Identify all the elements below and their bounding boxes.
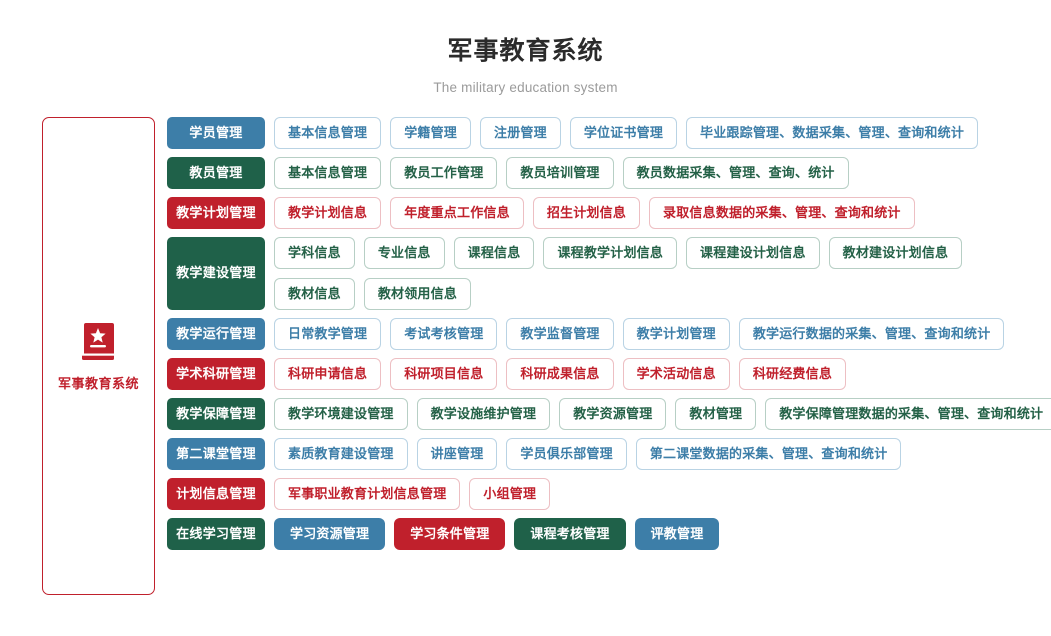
main-layout: 军事教育系统 学员管理基本信息管理学籍管理注册管理学位证书管理毕业跟踪管理、数据…	[0, 95, 1051, 595]
item-button[interactable]: 注册管理	[480, 116, 561, 149]
category-rows: 学员管理基本信息管理学籍管理注册管理学位证书管理毕业跟踪管理、数据采集、管理、查…	[167, 116, 1051, 550]
item-button[interactable]: 学籍管理	[390, 116, 472, 149]
item-button[interactable]: 考试考核管理	[390, 317, 498, 350]
item-line: 学科信息专业信息课程信息课程教学计划信息课程建设计划信息教材建设计划信息	[274, 236, 1051, 269]
item-button[interactable]: 素质教育建设管理	[274, 437, 408, 470]
item-button[interactable]: 评教管理	[634, 517, 720, 550]
item-button[interactable]: 教学设施维护管理	[416, 397, 551, 430]
item-button[interactable]: 基本信息管理	[274, 116, 382, 149]
item-button[interactable]: 录取信息数据的采集、管理、查询和统计	[649, 196, 915, 229]
item-button[interactable]: 教学计划信息	[274, 196, 382, 229]
item-button[interactable]: 小组管理	[469, 477, 551, 510]
item-button[interactable]: 科研成果信息	[506, 357, 614, 390]
item-button[interactable]: 教员数据采集、管理、查询、统计	[622, 156, 849, 189]
item-group: 基本信息管理学籍管理注册管理学位证书管理毕业跟踪管理、数据采集、管理、查询和统计	[274, 116, 1051, 149]
category-row: 计划信息管理军事职业教育计划信息管理小组管理	[167, 477, 1051, 510]
item-button[interactable]: 学习条件管理	[394, 517, 506, 550]
category-row: 在线学习管理学习资源管理学习条件管理课程考核管理评教管理	[167, 517, 1051, 550]
item-button[interactable]: 学员俱乐部管理	[506, 437, 627, 470]
item-button[interactable]: 教学运行数据的采集、管理、查询和统计	[738, 317, 1005, 350]
item-button[interactable]: 教学环境建设管理	[274, 397, 408, 430]
item-button[interactable]: 教学资源管理	[559, 397, 667, 430]
item-button[interactable]: 教学计划管理	[622, 317, 730, 350]
item-button[interactable]: 学术活动信息	[622, 357, 730, 390]
item-button[interactable]: 教学监督管理	[506, 317, 614, 350]
category-button[interactable]: 教学保障管理	[167, 397, 265, 430]
item-group: 教学环境建设管理教学设施维护管理教学资源管理教材管理教学保障管理数据的采集、管理…	[274, 397, 1051, 430]
item-button[interactable]: 教材信息	[274, 277, 355, 310]
item-button[interactable]: 教材建设计划信息	[828, 236, 963, 269]
item-group: 素质教育建设管理讲座管理学员俱乐部管理第二课堂数据的采集、管理、查询和统计	[274, 437, 1051, 470]
item-button[interactable]: 学科信息	[274, 236, 355, 269]
item-button[interactable]: 教员工作管理	[390, 156, 498, 189]
item-button[interactable]: 日常教学管理	[274, 317, 382, 350]
category-row: 教学计划管理教学计划信息年度重点工作信息招生计划信息录取信息数据的采集、管理、查…	[167, 196, 1051, 229]
item-button[interactable]: 讲座管理	[416, 437, 498, 470]
item-button[interactable]: 教材管理	[675, 397, 757, 430]
category-row: 教员管理基本信息管理教员工作管理教员培训管理教员数据采集、管理、查询、统计	[167, 156, 1051, 189]
item-group: 学科信息专业信息课程信息课程教学计划信息课程建设计划信息教材建设计划信息教材信息…	[274, 236, 1051, 310]
item-line: 学习资源管理学习条件管理课程考核管理评教管理	[274, 517, 1051, 550]
item-button[interactable]: 招生计划信息	[532, 196, 641, 229]
page-title: 军事教育系统	[447, 37, 604, 65]
category-row: 教学保障管理教学环境建设管理教学设施维护管理教学资源管理教材管理教学保障管理数据…	[167, 397, 1051, 430]
sidebar-system-card[interactable]: 军事教育系统	[42, 116, 155, 595]
category-row: 教学建设管理学科信息专业信息课程信息课程教学计划信息课程建设计划信息教材建设计划…	[167, 236, 1051, 310]
item-button[interactable]: 科研项目信息	[390, 357, 498, 390]
item-button[interactable]: 科研申请信息	[274, 357, 382, 390]
page-subtitle: The military education system	[433, 79, 618, 95]
item-button[interactable]: 第二课堂数据的采集、管理、查询和统计	[635, 437, 902, 470]
item-line: 基本信息管理教员工作管理教员培训管理教员数据采集、管理、查询、统计	[274, 156, 1051, 189]
item-line: 素质教育建设管理讲座管理学员俱乐部管理第二课堂数据的采集、管理、查询和统计	[274, 437, 1051, 470]
item-button[interactable]: 年度重点工作信息	[390, 196, 524, 229]
category-button[interactable]: 第二课堂管理	[167, 437, 265, 470]
category-button[interactable]: 教员管理	[167, 156, 265, 189]
item-group: 军事职业教育计划信息管理小组管理	[274, 477, 1051, 510]
item-button[interactable]: 课程建设计划信息	[686, 236, 820, 269]
item-button[interactable]: 军事职业教育计划信息管理	[274, 477, 461, 510]
item-button[interactable]: 教学保障管理数据的采集、管理、查询和统计	[765, 397, 1051, 430]
item-line: 教学环境建设管理教学设施维护管理教学资源管理教材管理教学保障管理数据的采集、管理…	[274, 397, 1051, 430]
category-button[interactable]: 在线学习管理	[167, 517, 265, 550]
item-line: 教材信息教材领用信息	[274, 277, 1051, 310]
item-group: 科研申请信息科研项目信息科研成果信息学术活动信息科研经费信息	[274, 357, 1051, 390]
category-row: 第二课堂管理素质教育建设管理讲座管理学员俱乐部管理第二课堂数据的采集、管理、查询…	[167, 437, 1051, 470]
category-row: 学员管理基本信息管理学籍管理注册管理学位证书管理毕业跟踪管理、数据采集、管理、查…	[167, 116, 1051, 149]
category-button[interactable]: 教学计划管理	[167, 196, 265, 229]
item-button[interactable]: 课程教学计划信息	[543, 236, 678, 269]
item-button[interactable]: 学习资源管理	[274, 517, 386, 550]
item-line: 日常教学管理考试考核管理教学监督管理教学计划管理教学运行数据的采集、管理、查询和…	[274, 317, 1051, 350]
item-line: 基本信息管理学籍管理注册管理学位证书管理毕业跟踪管理、数据采集、管理、查询和统计	[274, 116, 1051, 149]
category-button[interactable]: 教学建设管理	[167, 236, 265, 310]
sidebar-system-label: 军事教育系统	[57, 375, 139, 391]
book-star-icon	[77, 320, 121, 364]
category-row: 学术科研管理科研申请信息科研项目信息科研成果信息学术活动信息科研经费信息	[167, 357, 1051, 390]
item-button[interactable]: 专业信息	[363, 236, 445, 269]
item-button[interactable]: 学位证书管理	[569, 116, 678, 149]
item-button[interactable]: 课程考核管理	[514, 517, 626, 550]
item-button[interactable]: 教材领用信息	[363, 277, 472, 310]
category-button[interactable]: 学术科研管理	[167, 357, 265, 390]
category-button[interactable]: 教学运行管理	[167, 317, 265, 350]
item-group: 日常教学管理考试考核管理教学监督管理教学计划管理教学运行数据的采集、管理、查询和…	[274, 317, 1051, 350]
page-header: 军事教育系统 The military education system	[0, 0, 1051, 95]
item-group: 基本信息管理教员工作管理教员培训管理教员数据采集、管理、查询、统计	[274, 156, 1051, 189]
category-row: 教学运行管理日常教学管理考试考核管理教学监督管理教学计划管理教学运行数据的采集、…	[167, 317, 1051, 350]
item-line: 科研申请信息科研项目信息科研成果信息学术活动信息科研经费信息	[274, 357, 1051, 390]
item-button[interactable]: 科研经费信息	[738, 357, 847, 390]
category-button[interactable]: 学员管理	[167, 116, 265, 149]
item-group: 教学计划信息年度重点工作信息招生计划信息录取信息数据的采集、管理、查询和统计	[274, 196, 1051, 229]
category-button[interactable]: 计划信息管理	[167, 477, 265, 510]
item-line: 教学计划信息年度重点工作信息招生计划信息录取信息数据的采集、管理、查询和统计	[274, 196, 1051, 229]
item-button[interactable]: 教员培训管理	[506, 156, 614, 189]
item-button[interactable]: 毕业跟踪管理、数据采集、管理、查询和统计	[686, 116, 979, 149]
item-group: 学习资源管理学习条件管理课程考核管理评教管理	[274, 517, 1051, 550]
item-line: 军事职业教育计划信息管理小组管理	[274, 477, 1051, 510]
item-button[interactable]: 课程信息	[453, 236, 535, 269]
item-button[interactable]: 基本信息管理	[274, 156, 382, 189]
